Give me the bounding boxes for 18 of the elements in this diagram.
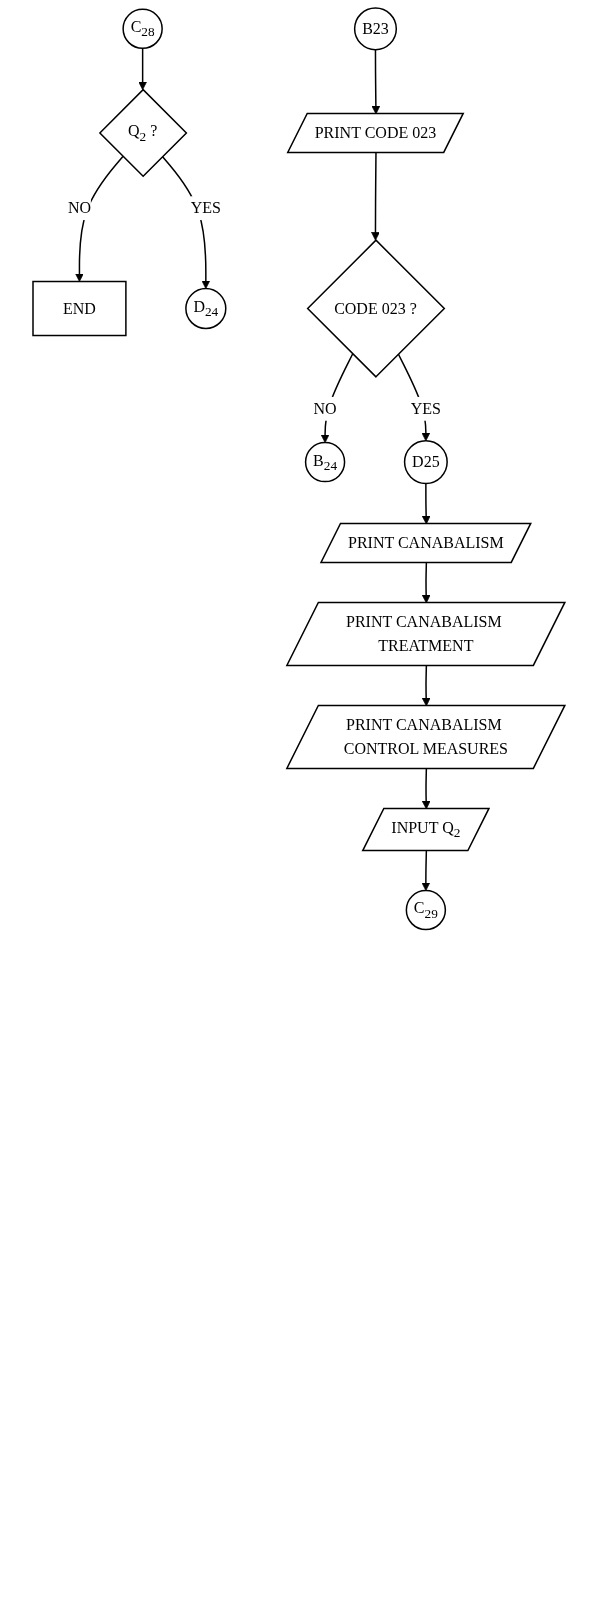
edge-label: NO: [313, 399, 337, 417]
edge-label: YES: [190, 199, 222, 217]
node-diamond: Q$_{2}$ ?: [98, 88, 188, 178]
node-circle: C$_{29}$: [405, 889, 447, 931]
node-circle: B$_{24}$: [304, 441, 346, 483]
edge-label: YES: [410, 399, 442, 417]
edge-label: NO: [67, 199, 92, 217]
node-circle: B23: [353, 7, 398, 51]
node-diamond: CODE 023 ?: [306, 239, 446, 378]
arrow: [75, 155, 124, 282]
node-circle: C$_{28}$: [122, 8, 163, 50]
node-box: END: [32, 280, 127, 337]
node-circle: D25: [403, 440, 448, 485]
arrow: [320, 353, 354, 443]
arrow: [371, 152, 380, 241]
arrow: [421, 850, 431, 891]
arrow: [138, 47, 148, 91]
node-circle: D$_{24}$: [185, 287, 227, 330]
